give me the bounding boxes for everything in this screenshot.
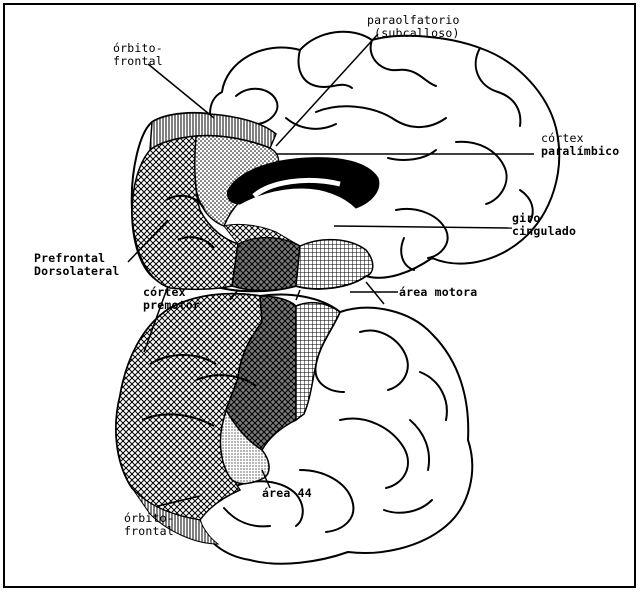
- label-orbitofrontal-top-line1: órbito-: [113, 41, 163, 55]
- label-giro-cingulado-line2: cingulado: [512, 224, 576, 238]
- label-cortex-premotor-line1: córtex: [143, 285, 186, 299]
- label-area-motora: área motora: [399, 286, 477, 299]
- label-paraolfatorio-line1: paraolfatorio: [367, 13, 460, 27]
- premotor-medial-region: [232, 237, 300, 290]
- label-prefrontal-dorsolateral: Prefrontal Dorsolateral: [34, 252, 119, 278]
- label-paraolfatorio-line2: (subcalloso): [374, 26, 459, 40]
- label-cortex-premotor: córtex premotor: [143, 286, 200, 312]
- label-prefrontal-line2: Dorsolateral: [34, 264, 119, 278]
- label-cortex-premotor-line2: premotor: [143, 298, 200, 312]
- label-cortex-paralimbico-line1: córtex: [541, 131, 584, 145]
- label-orbitofrontal-bottom-line1: órbito-: [124, 511, 174, 525]
- label-orbitofrontal-top-line2: frontal: [113, 54, 163, 68]
- label-cortex-paralimbico-line2: paralímbico: [541, 144, 619, 158]
- label-giro-cingulado-line1: giro: [512, 211, 541, 225]
- label-cortex-paralimbico: córtex paralímbico: [541, 132, 619, 158]
- label-area-44: área 44: [262, 487, 312, 500]
- label-prefrontal-line1: Prefrontal: [34, 251, 105, 265]
- label-orbitofrontal-top: órbito- frontal: [113, 42, 163, 68]
- label-giro-cingulado: giro cingulado: [512, 212, 576, 238]
- label-orbitofrontal-bottom: órbito- frontal: [124, 512, 174, 538]
- label-paraolfatorio: paraolfatorio (subcalloso): [367, 14, 460, 40]
- label-orbitofrontal-bottom-line2: frontal: [124, 524, 174, 538]
- motor-medial-region: [296, 240, 373, 289]
